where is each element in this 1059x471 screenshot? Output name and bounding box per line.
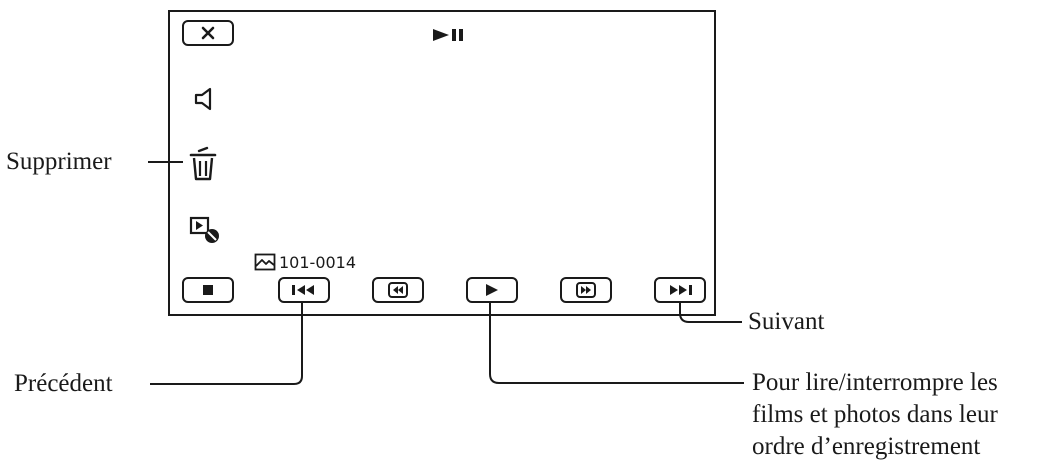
slideshow-settings-button[interactable] [188,214,222,246]
stop-icon [203,285,213,295]
previous-callout: Précédent [14,370,113,397]
close-icon [201,26,215,40]
next-callout: Suivant [748,308,825,335]
next-callout-line [679,302,742,323]
next-button[interactable] [654,277,706,303]
file-number-label: 101-0014 [254,251,356,273]
play-callout-line-3: ordre d’enregistrement [752,433,981,460]
file-number: 101-0014 [279,252,357,272]
play-callout-line [489,302,744,384]
speaker-icon [194,87,212,111]
play-button[interactable] [466,277,518,303]
playback-screen: 101-0014 [168,10,716,316]
play-callout-line-1: Pour lire/interrompre les [752,369,998,396]
slideshow-settings-icon [189,216,219,243]
close-button[interactable] [182,20,234,46]
fast-forward-button[interactable] [560,277,612,303]
rewind-icon [388,282,408,298]
play-pause-icon [433,29,463,41]
trash-icon [189,146,217,181]
stop-button[interactable] [182,277,234,303]
fast-forward-icon [576,282,596,298]
delete-button[interactable] [186,144,220,184]
play-icon [486,284,498,296]
delete-callout: Supprimer [6,148,112,175]
skip-next-icon [670,285,692,295]
skip-previous-icon [292,285,314,295]
volume-button[interactable] [190,84,220,114]
play-pause-indicator [426,24,476,46]
photo-icon [254,253,276,271]
play-callout-line-2: films et photos dans leur [752,401,998,428]
previous-callout-line [150,302,303,385]
previous-button[interactable] [278,277,330,303]
rewind-button[interactable] [372,277,424,303]
